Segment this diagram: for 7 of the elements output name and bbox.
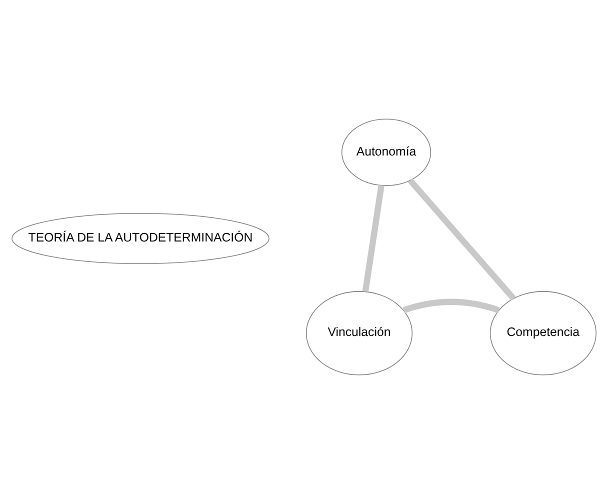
node-ellipse: Autonomía [341, 118, 432, 186]
connector [362, 184, 384, 292]
node-ellipse: Vinculación [306, 290, 413, 375]
connector [408, 178, 516, 300]
connector [402, 298, 500, 313]
node-ellipse: Competencia [490, 290, 596, 375]
node-ellipse: TEORÍA DE LA AUTODETERMINACIÓN [12, 212, 270, 264]
